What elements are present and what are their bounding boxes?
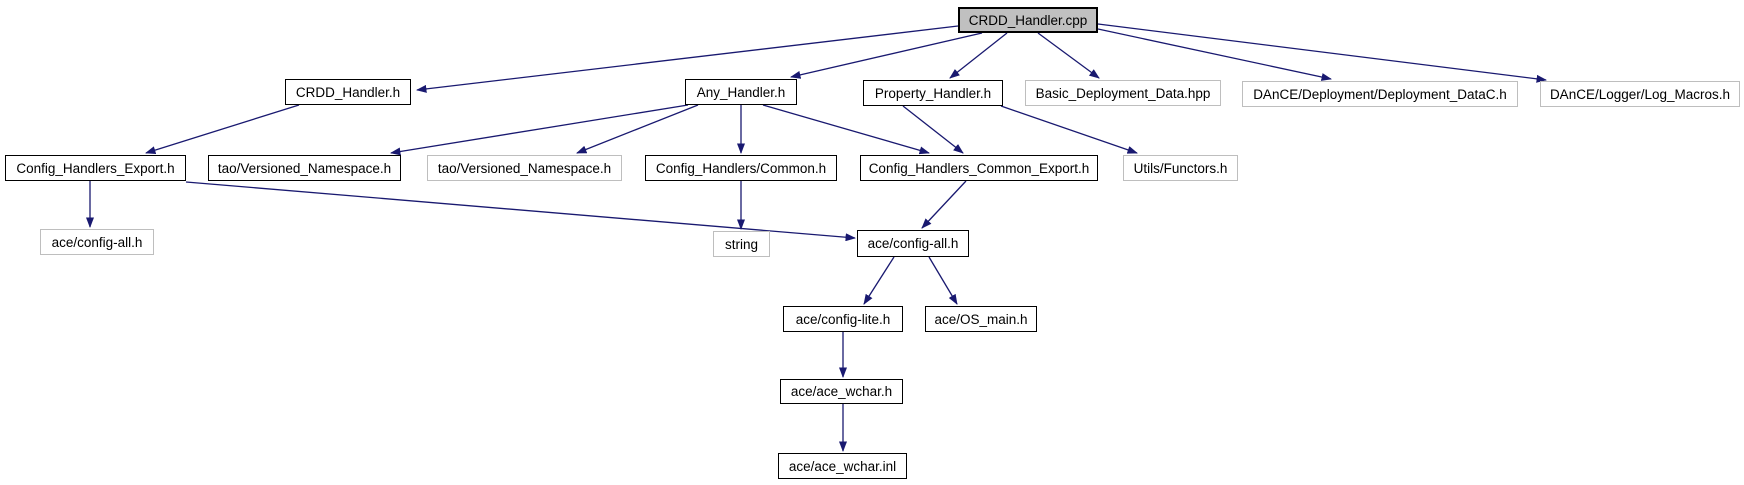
edge-ace-config-all-to-os-main: [928, 256, 958, 305]
edge-any-h-to-common-export: [762, 104, 930, 155]
node-dance-logger-log-macros-h: DAnCE/Logger/Log_Macros.h: [1540, 81, 1740, 107]
node-string: string: [713, 231, 770, 257]
node-dance-deployment-datac-h: DAnCE/Deployment/Deployment_DataC.h: [1242, 81, 1518, 107]
edge-any-h-to-tao-vn2: [576, 104, 699, 154]
edge-crdd-cpp-to-basic-deployment: [1037, 32, 1100, 79]
node-crdd-handler-h[interactable]: CRDD_Handler.h: [285, 79, 411, 105]
node-ace-os-main-h[interactable]: ace/OS_main.h: [925, 306, 1037, 332]
node-ace-config-lite-h[interactable]: ace/config-lite.h: [783, 306, 903, 332]
edge-crdd-h-to-config-export: [145, 104, 300, 154]
edge-crdd-cpp-to-deployment-datac: [1097, 28, 1332, 81]
node-ace-ace-wchar-h[interactable]: ace/ace_wchar.h: [780, 379, 903, 404]
node-property-handler-h[interactable]: Property_Handler.h: [863, 80, 1003, 106]
node-config-handlers-export-h[interactable]: Config_Handlers_Export.h: [5, 155, 186, 181]
node-ace-config-all-h-left: ace/config-all.h: [40, 229, 154, 255]
node-ace-config-all-h[interactable]: ace/config-all.h: [857, 230, 969, 257]
edge-ace-config-all-to-config-lite: [863, 256, 895, 305]
node-ace-ace-wchar-inl[interactable]: ace/ace_wchar.inl: [778, 453, 907, 479]
edge-config-export-to-ace-config-all: [185, 181, 856, 242]
edge-common-export-to-ace-config-all: [921, 180, 967, 229]
edge-property-h-to-utils-functors: [1000, 105, 1138, 154]
node-tao-versioned-namespace-h-1[interactable]: tao/Versioned_Namespace.h: [208, 155, 401, 181]
node-config-handlers-common-h[interactable]: Config_Handlers/Common.h: [645, 155, 837, 181]
edge-crdd-cpp-to-log-macros: [1097, 23, 1547, 83]
edge-property-h-to-common-export: [902, 105, 964, 154]
node-utils-functors-h: Utils/Functors.h: [1123, 155, 1238, 181]
edge-crdd-cpp-to-any-h: [790, 32, 983, 79]
node-basic-deployment-data-hpp: Basic_Deployment_Data.hpp: [1025, 80, 1221, 106]
edge-crdd-cpp-to-property-h: [949, 32, 1008, 79]
edge-any-h-to-tao-vn1: [390, 104, 689, 156]
node-config-handlers-common-export-h[interactable]: Config_Handlers_Common_Export.h: [860, 155, 1098, 181]
node-any-handler-h[interactable]: Any_Handler.h: [685, 79, 797, 105]
node-tao-versioned-namespace-h-2: tao/Versioned_Namespace.h: [427, 155, 622, 181]
node-crdd-handler-cpp: CRDD_Handler.cpp: [958, 7, 1098, 33]
